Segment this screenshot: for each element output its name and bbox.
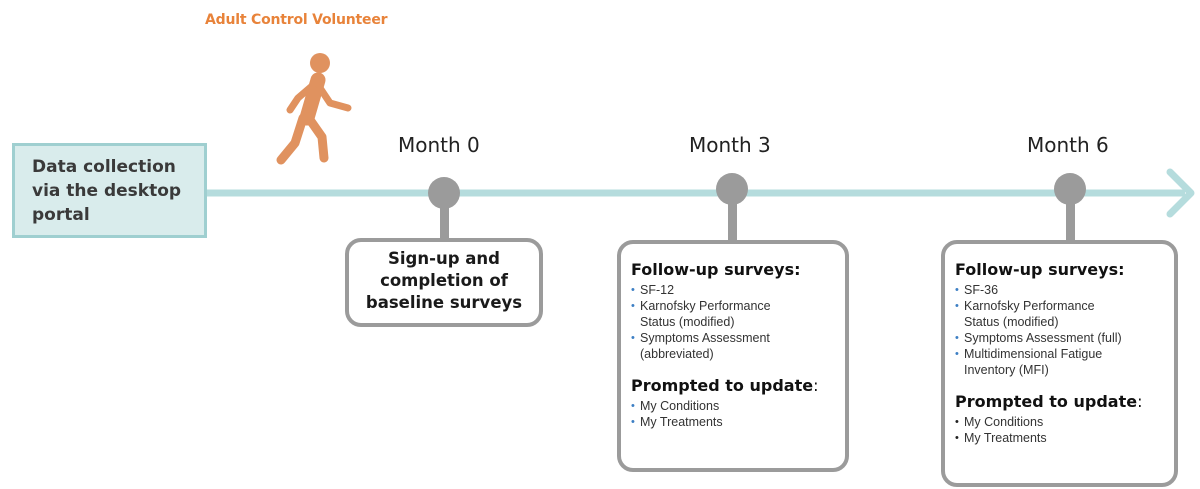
list-item: Symptoms Assessment (631, 330, 845, 346)
volunteer-label: Adult Control Volunteer (205, 12, 388, 28)
month-3-prompt-title: Prompted to update: (631, 376, 845, 396)
arrow-head-icon (1166, 168, 1195, 218)
list-item-continuation: Inventory (MFI) (964, 363, 1049, 377)
data-collection-portal-box: Data collection via the desktop portal (12, 143, 207, 238)
walking-person-icon (276, 53, 352, 165)
list-item: My Conditions (955, 414, 1174, 430)
list-item: SF-36 (955, 282, 1174, 298)
list-item: My Treatments (955, 430, 1174, 446)
month-0-line-1: Sign-up and (388, 249, 500, 268)
month-3-surveys-title: Follow-up surveys: (631, 260, 801, 279)
portal-line-2: via the desktop (32, 181, 182, 201)
month-0-line-2: completion of (380, 271, 508, 290)
timeline-node-month-0 (428, 177, 460, 241)
month-0-box: Sign-up and completion of baseline surve… (345, 238, 543, 327)
month-6-prompt-title-colon: : (1137, 392, 1143, 411)
month-3-survey-list: SF-12 Karnofsky Performance Status (modi… (631, 282, 845, 362)
list-item-continuation: Status (modified) (640, 315, 735, 329)
timeline-node-month-6 (1054, 173, 1086, 243)
month-6-surveys-title: Follow-up surveys: (955, 260, 1125, 279)
month-6-label: Month 6 (1027, 133, 1109, 157)
list-item: Karnofsky Performance (955, 298, 1174, 314)
month-0-label: Month 0 (398, 133, 480, 157)
month-3-prompt-list: My Conditions My Treatments (631, 398, 845, 430)
list-item: Multidimensional Fatigue (955, 346, 1174, 362)
month-6-box: Follow-up surveys: SF-36 Karnofsky Perfo… (941, 240, 1178, 487)
month-6-prompt-title: Prompted to update: (955, 392, 1174, 412)
list-item-continuation: (abbreviated) (640, 347, 714, 361)
list-item: Symptoms Assessment (full) (955, 330, 1174, 346)
list-item: Karnofsky Performance (631, 298, 845, 314)
list-item: My Conditions (631, 398, 845, 414)
month-3-prompt-title-text: Prompted to update (631, 376, 814, 395)
month-0-line-3: baseline surveys (365, 293, 523, 312)
portal-line-3: portal (32, 205, 90, 225)
list-item-continuation: Status (modified) (964, 315, 1059, 329)
month-6-prompt-list: My Conditions My Treatments (955, 414, 1174, 446)
month-6-prompt-title-text: Prompted to update (955, 392, 1138, 411)
month-3-label: Month 3 (689, 133, 771, 157)
portal-line-1: Data collection (32, 157, 176, 177)
timeline-node-month-3 (716, 173, 748, 243)
month-3-prompt-title-colon: : (813, 376, 819, 395)
list-item: My Treatments (631, 414, 845, 430)
list-item: SF-12 (631, 282, 845, 298)
month-6-survey-list: SF-36 Karnofsky Performance Status (modi… (955, 282, 1174, 378)
month-3-box: Follow-up surveys: SF-12 Karnofsky Perfo… (617, 240, 849, 472)
